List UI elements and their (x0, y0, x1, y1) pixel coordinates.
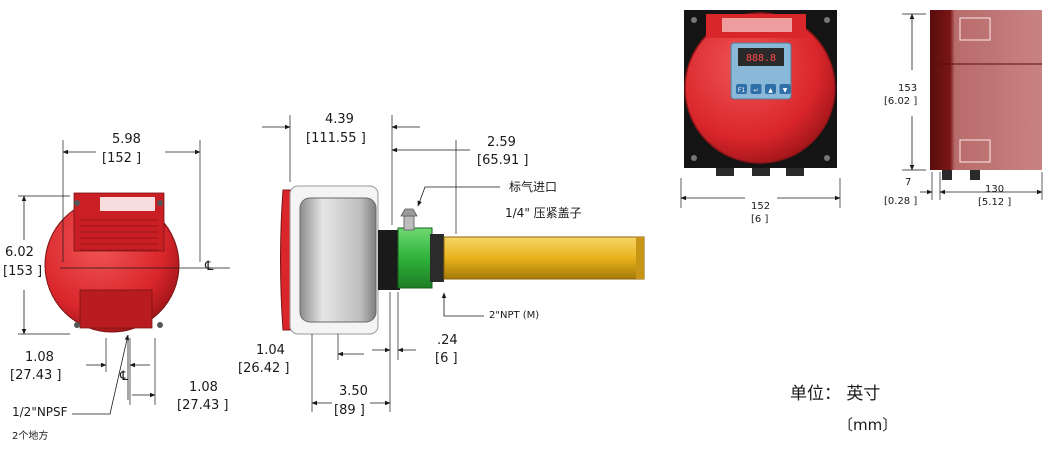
left-offset-inch: 1.08 (25, 350, 54, 365)
wall-mm: [26.42 ] (238, 361, 290, 376)
centerline-front: ℄ (205, 259, 214, 274)
unit-sub: 〔mm〕 (838, 416, 898, 434)
photo-width-inch: [6 ] (751, 214, 769, 225)
wall-inch: 1.04 (256, 343, 285, 358)
side-gas-inlet (403, 215, 415, 231)
photo-gap-inch: [0.28 ] (884, 196, 918, 207)
side-probe (443, 236, 645, 280)
gas-inlet-label: 标气进口 (509, 180, 558, 194)
photo-height-mm: 153 (898, 83, 918, 94)
photo-side (902, 10, 1043, 200)
thread-label: 2"NPT (M) (489, 310, 540, 321)
probe-mm: [65.91 ] (477, 153, 529, 168)
photo-height-inch: [6.02 ] (884, 96, 918, 107)
front-nameplate (100, 197, 155, 211)
photo-front: 888.8 F1 ↵ ▲ ▼ (680, 10, 841, 208)
front-view (18, 140, 230, 415)
centerline-conduit: ℄ (120, 369, 129, 384)
height-mm: [153 ] (3, 264, 43, 279)
keypad-key (779, 84, 791, 94)
width-mm: [152 ] (102, 151, 142, 166)
unit-title: 单位： 英寸 (790, 384, 881, 404)
depth-inch: 4.39 (325, 112, 354, 127)
side-mount-ring (378, 230, 400, 290)
keypad-key-label: ▲ (768, 87, 773, 94)
photo-gap-mm: 7 (905, 177, 912, 188)
gap-inch: .24 (437, 333, 458, 348)
keypad-key-label: F1 (738, 87, 745, 94)
side-fitting-body (397, 227, 433, 289)
keypad-keys: F1 ↵ ▲ ▼ (736, 84, 791, 94)
mount-inch: 3.50 (339, 384, 368, 399)
left-offset-mm: [27.43 ] (10, 368, 62, 383)
photo-side-body (930, 10, 1042, 170)
keypad-key (765, 84, 776, 94)
side-view (262, 115, 645, 412)
height-inch: 6.02 (5, 245, 34, 260)
right-offset-mm: [27.43 ] (177, 398, 229, 413)
keypad-key-label: ▼ (783, 87, 788, 94)
photo-depth-inch: [5.12 ] (978, 197, 1012, 208)
gap-mm: [6 ] (435, 351, 458, 366)
keypad-key (736, 84, 747, 94)
photo-display (738, 48, 784, 66)
probe-inch: 2.59 (487, 135, 516, 150)
mount-mm: [89 ] (334, 403, 365, 418)
keypad-key-label: ↵ (753, 87, 758, 94)
conduit-label: 1/2"NPSF (12, 405, 68, 419)
photo-label (722, 18, 792, 32)
side-body (299, 197, 377, 323)
side-thread (430, 234, 444, 282)
fitting-label: 1/4" 压紧盖子 (505, 206, 582, 220)
depth-mm: [111.55 ] (306, 131, 366, 146)
display-readout: 888.8 (746, 53, 776, 64)
right-offset-inch: 1.08 (189, 380, 218, 395)
front-lower-plate (79, 289, 153, 329)
width-inch: 5.98 (112, 132, 141, 147)
conduit-count: 2个地方 (12, 431, 49, 442)
photo-depth-mm: 130 (985, 184, 1005, 195)
photo-width-mm: 152 (751, 201, 771, 212)
keypad-key (750, 84, 762, 94)
